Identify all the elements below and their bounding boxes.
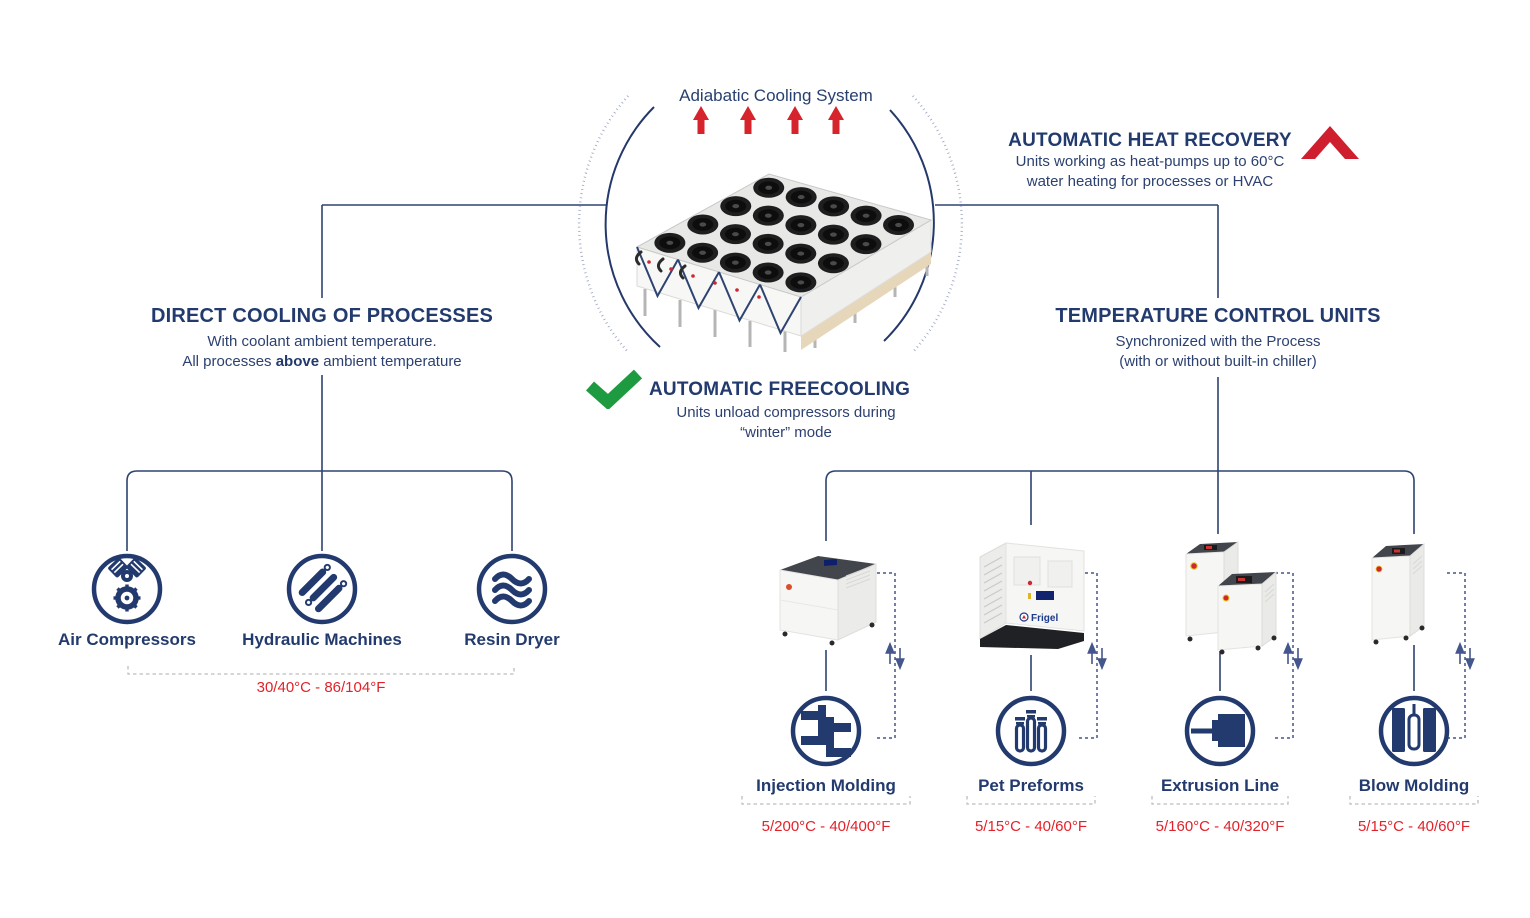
range-brackets	[127, 666, 1479, 805]
heat-recovery-line2: water heating for processes or HVAC	[1026, 173, 1274, 190]
freecooling-block: AUTOMATIC FREECOOLING	[649, 379, 910, 401]
blow-molding-icon	[1378, 695, 1450, 767]
tcu-machine-image	[779, 556, 877, 646]
direct-cooling-title: DIRECT COOLING OF PROCESSES	[150, 305, 494, 327]
fan-grid	[654, 177, 915, 293]
flow-return-arrows-icon	[885, 641, 1475, 671]
temperature-control-block: TEMPERATURE CONTROL UNITS Synchronized w…	[978, 305, 1458, 372]
temperature-range: 5/160°C - 40/320°F	[1155, 818, 1285, 835]
flow-return-dashed-loops	[877, 572, 1466, 739]
direct-cooling-line2: All processes above ambient temperature	[182, 353, 462, 370]
temperature-range: 30/40°C - 86/104°F	[256, 679, 386, 696]
tcu-machine-image	[1371, 542, 1425, 645]
heat-recovery-title: AUTOMATIC HEAT RECOVERY	[1008, 130, 1292, 151]
freecooling-title: AUTOMATIC FREECOOLING	[649, 379, 911, 400]
adiabatic-system-title: Adiabatic Cooling System	[679, 86, 873, 105]
freecooling-line1: Units unload compressors during	[676, 404, 896, 421]
checkmark-green-icon	[586, 369, 643, 409]
process-label: Hydraulic Machines	[242, 630, 402, 649]
temperature-range: 5/15°C - 40/60°F	[974, 818, 1088, 835]
tcu-machine-image	[1185, 541, 1277, 655]
temperature-control-line1: Synchronized with the Process	[1115, 333, 1321, 350]
heat-exhaust-arrows-icon	[693, 106, 844, 134]
injection-molding-icon	[790, 695, 862, 767]
resin-dryer-icon	[476, 553, 548, 625]
process-label: Resin Dryer	[464, 630, 560, 649]
freecooling-line2: “winter” mode	[740, 424, 832, 441]
center-circle-arcs	[577, 95, 964, 353]
freecooling-subtext: Units unload compressors during “winter”…	[636, 403, 936, 443]
process-label: Air Compressors	[58, 630, 196, 649]
unit-label: Blow Molding	[1358, 776, 1470, 795]
temperature-control-title: TEMPERATURE CONTROL UNITS	[1055, 305, 1381, 327]
unit-label: Extrusion Line	[1160, 776, 1280, 795]
hydraulic-machines-icon	[286, 553, 358, 625]
adiabatic-cooler-image	[634, 173, 933, 352]
unit-label: Pet Preforms	[978, 776, 1084, 795]
frigel-logo: Frigel	[1031, 613, 1058, 624]
direct-cooling-line1: With coolant ambient temperature.	[207, 333, 437, 350]
air-compressors-icon	[91, 553, 163, 625]
temperature-range: 5/200°C - 40/400°F	[761, 818, 891, 835]
tcu-machine-image: Frigel	[979, 542, 1085, 649]
heat-recovery-line1: Units working as heat-pumps up to 60°C	[1015, 153, 1285, 170]
chevron-up-red-icon	[1301, 126, 1359, 159]
unit-label: Injection Molding	[756, 776, 896, 795]
temperature-range: 5/15°C - 40/60°F	[1357, 818, 1471, 835]
pet-preforms-icon	[995, 695, 1067, 767]
heat-recovery-block: AUTOMATIC HEAT RECOVERY Units working as…	[990, 130, 1310, 192]
direct-cooling-block: DIRECT COOLING OF PROCESSES With coolant…	[82, 305, 562, 372]
temperature-control-line2: (with or without built-in chiller)	[1119, 353, 1317, 370]
extrusion-line-icon	[1184, 695, 1256, 767]
